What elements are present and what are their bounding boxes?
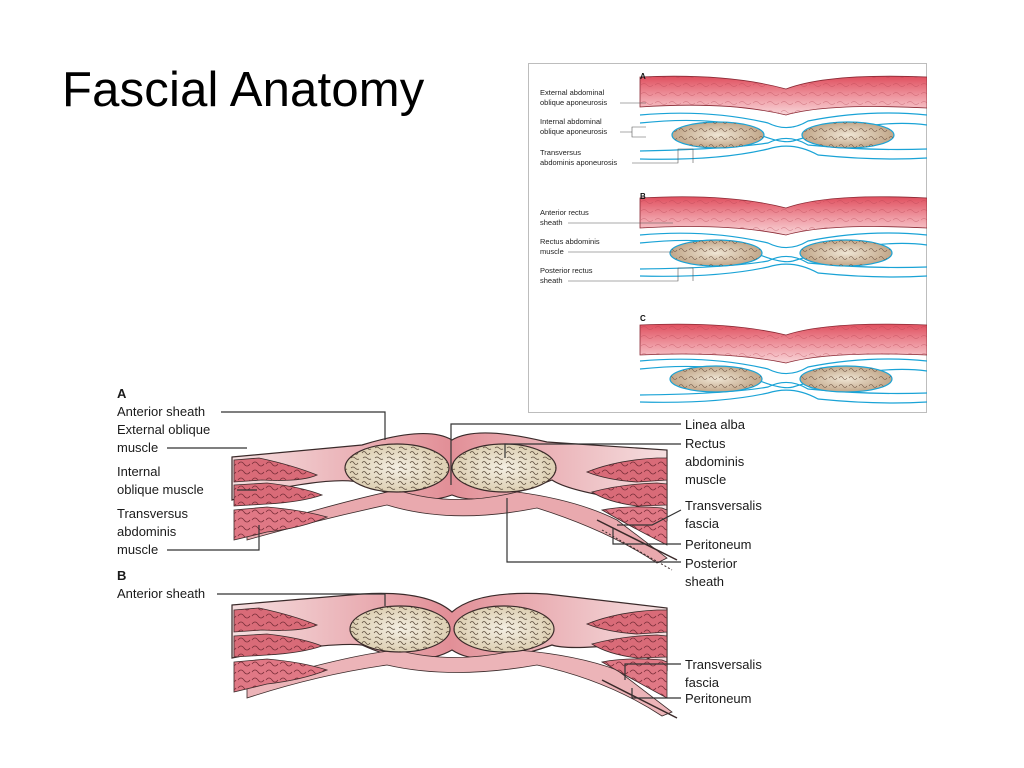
label-posterior-2: sheath xyxy=(685,574,724,589)
inset-pos-1: Posterior rectus xyxy=(540,266,593,275)
label-transversalis-2: fascia xyxy=(685,516,720,531)
label-rectus-2: abdominis xyxy=(685,454,745,469)
inset-c-letter: C xyxy=(640,314,646,323)
inset-int-1: Internal abdominal xyxy=(540,117,602,126)
aponeurosis-inset-svg: A External abdominal oblique aponeurosis… xyxy=(528,63,928,413)
label-posterior-1: Posterior xyxy=(685,556,738,571)
label-transversus-2: abdominis xyxy=(117,524,177,539)
inset-pos-2: sheath xyxy=(540,276,563,285)
inset-b-letter: B xyxy=(640,192,646,201)
label-b-transversalis-2: fascia xyxy=(685,675,720,690)
inset-panel-c: C xyxy=(639,314,928,404)
label-transversus-1: Transversus xyxy=(117,506,189,521)
inset-a-letter: A xyxy=(640,72,646,81)
peritoneum-line xyxy=(596,519,678,561)
label-b-peritoneum: Peritoneum xyxy=(685,691,751,706)
label-peritoneum: Peritoneum xyxy=(685,537,751,552)
label-rectus-1: Rectus xyxy=(685,436,726,451)
inset-ext-2: oblique aponeurosis xyxy=(540,98,607,107)
label-transversalis-1: Transversalis xyxy=(685,498,762,513)
label-rectus-3: muscle xyxy=(685,472,726,487)
label-external-oblique-2: muscle xyxy=(117,440,158,455)
panel-a: A Anterior sheath External oblique muscl… xyxy=(117,386,762,589)
label-b-anterior-sheath: Anterior sheath xyxy=(117,586,205,601)
panel-b: B Anterior sheath Transversalis fascia P… xyxy=(117,568,762,719)
inset-rec-2: muscle xyxy=(540,247,564,256)
label-internal-oblique-2: oblique muscle xyxy=(117,482,204,497)
rectus-sheath-diagram: A Anterior sheath External oblique muscl… xyxy=(97,380,790,736)
slide-title: Fascial Anatomy xyxy=(62,63,425,117)
inset-ext-1: External abdominal xyxy=(540,88,605,97)
label-internal-oblique-1: Internal xyxy=(117,464,160,479)
label-b-transversalis-1: Transversalis xyxy=(685,657,762,672)
panel-b-letter: B xyxy=(117,568,126,583)
label-linea-alba: Linea alba xyxy=(685,417,746,432)
label-transversus-3: muscle xyxy=(117,542,158,557)
inset-int-2: oblique aponeurosis xyxy=(540,127,607,136)
rectus-sheath-svg: A Anterior sheath External oblique muscl… xyxy=(97,380,790,736)
inset-rec-1: Rectus abdominis xyxy=(540,237,600,246)
inset-panel-a: A External abdominal oblique aponeurosis… xyxy=(540,72,928,167)
inset-panel-b: B Anterior rectus sheath Rectus abdomini… xyxy=(540,192,928,285)
inset-ant-1: Anterior rectus xyxy=(540,208,589,217)
label-anterior-sheath: Anterior sheath xyxy=(117,404,205,419)
panel-a-letter: A xyxy=(117,386,127,401)
inset-tra-1: Transversus xyxy=(540,148,581,157)
label-external-oblique-1: External oblique xyxy=(117,422,210,437)
inset-ant-2: sheath xyxy=(540,218,563,227)
aponeurosis-inset-diagram: A External abdominal oblique aponeurosis… xyxy=(528,63,928,413)
inset-tra-2: abdominis aponeurosis xyxy=(540,158,617,167)
